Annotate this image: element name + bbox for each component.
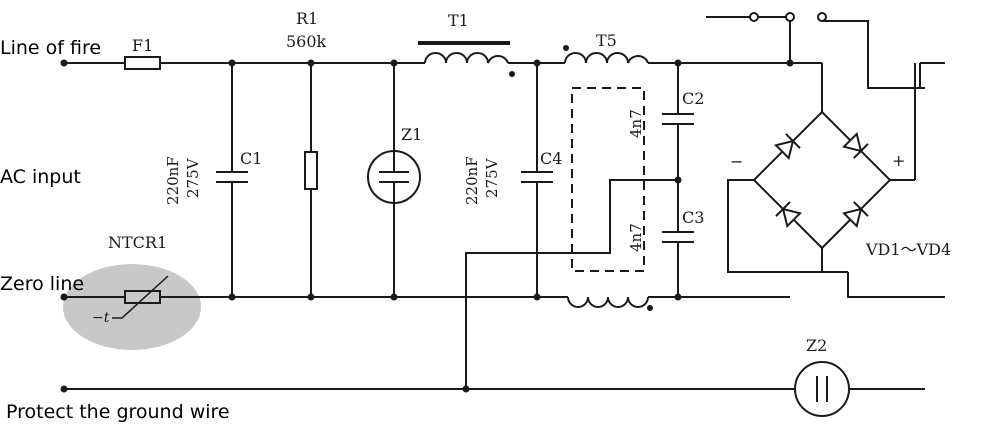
ntc-highlight	[63, 264, 201, 350]
discharge-tube-z2	[794, 361, 850, 417]
shield-box	[571, 87, 645, 272]
discharge-tube-z1	[367, 63, 421, 297]
label-ntc-t: −t	[92, 310, 110, 326]
label-c1: C1	[240, 149, 262, 168]
label-z2: Z2	[806, 336, 827, 355]
label-z1: Z1	[401, 125, 422, 144]
thermistor-ntcr1	[112, 275, 169, 319]
label-c4-value-a: 220nF	[463, 156, 481, 205]
label-c1-value-b: 275V	[184, 157, 202, 198]
bridge-rectifier	[727, 62, 945, 298]
inductor-t5-bottom	[567, 296, 653, 311]
label-r1-value: 560k	[286, 32, 327, 51]
junction-dots	[60, 59, 794, 393]
label-ntcr1: NTCR1	[108, 233, 167, 252]
label-line-of-fire: Line of fire	[0, 37, 101, 59]
label-c4-value-b: 275V	[483, 157, 501, 198]
label-r1: R1	[296, 9, 318, 28]
label-ac-input: AC input	[0, 166, 81, 188]
label-t5: T5	[596, 31, 617, 50]
inductor-t5-top	[563, 45, 649, 64]
resistor-r1	[304, 63, 318, 297]
label-c3: C3	[682, 208, 704, 227]
label-c3-value: 4n7	[627, 223, 645, 252]
label-minus: −	[730, 152, 743, 171]
label-f1: F1	[132, 36, 153, 55]
capacitor-c3	[662, 231, 694, 297]
capacitor-c4	[521, 63, 553, 297]
inductor-t1	[418, 41, 515, 77]
y-cap-ground-wire	[465, 179, 678, 389]
switch	[706, 12, 945, 89]
label-t1: T1	[448, 11, 469, 30]
label-c2-value: 4n7	[627, 109, 645, 138]
capacitor-c1	[216, 63, 248, 297]
label-ground: Protect the ground wire	[6, 401, 230, 423]
label-plus: +	[892, 151, 905, 170]
label-c2: C2	[682, 89, 704, 108]
label-zero-line: Zero line	[0, 273, 84, 295]
capacitor-c2	[662, 63, 694, 232]
label-c1-value-a: 220nF	[164, 156, 182, 205]
fuse-f1	[124, 56, 161, 70]
label-c4: C4	[540, 149, 562, 168]
label-vd: VD1～VD4	[865, 240, 951, 259]
